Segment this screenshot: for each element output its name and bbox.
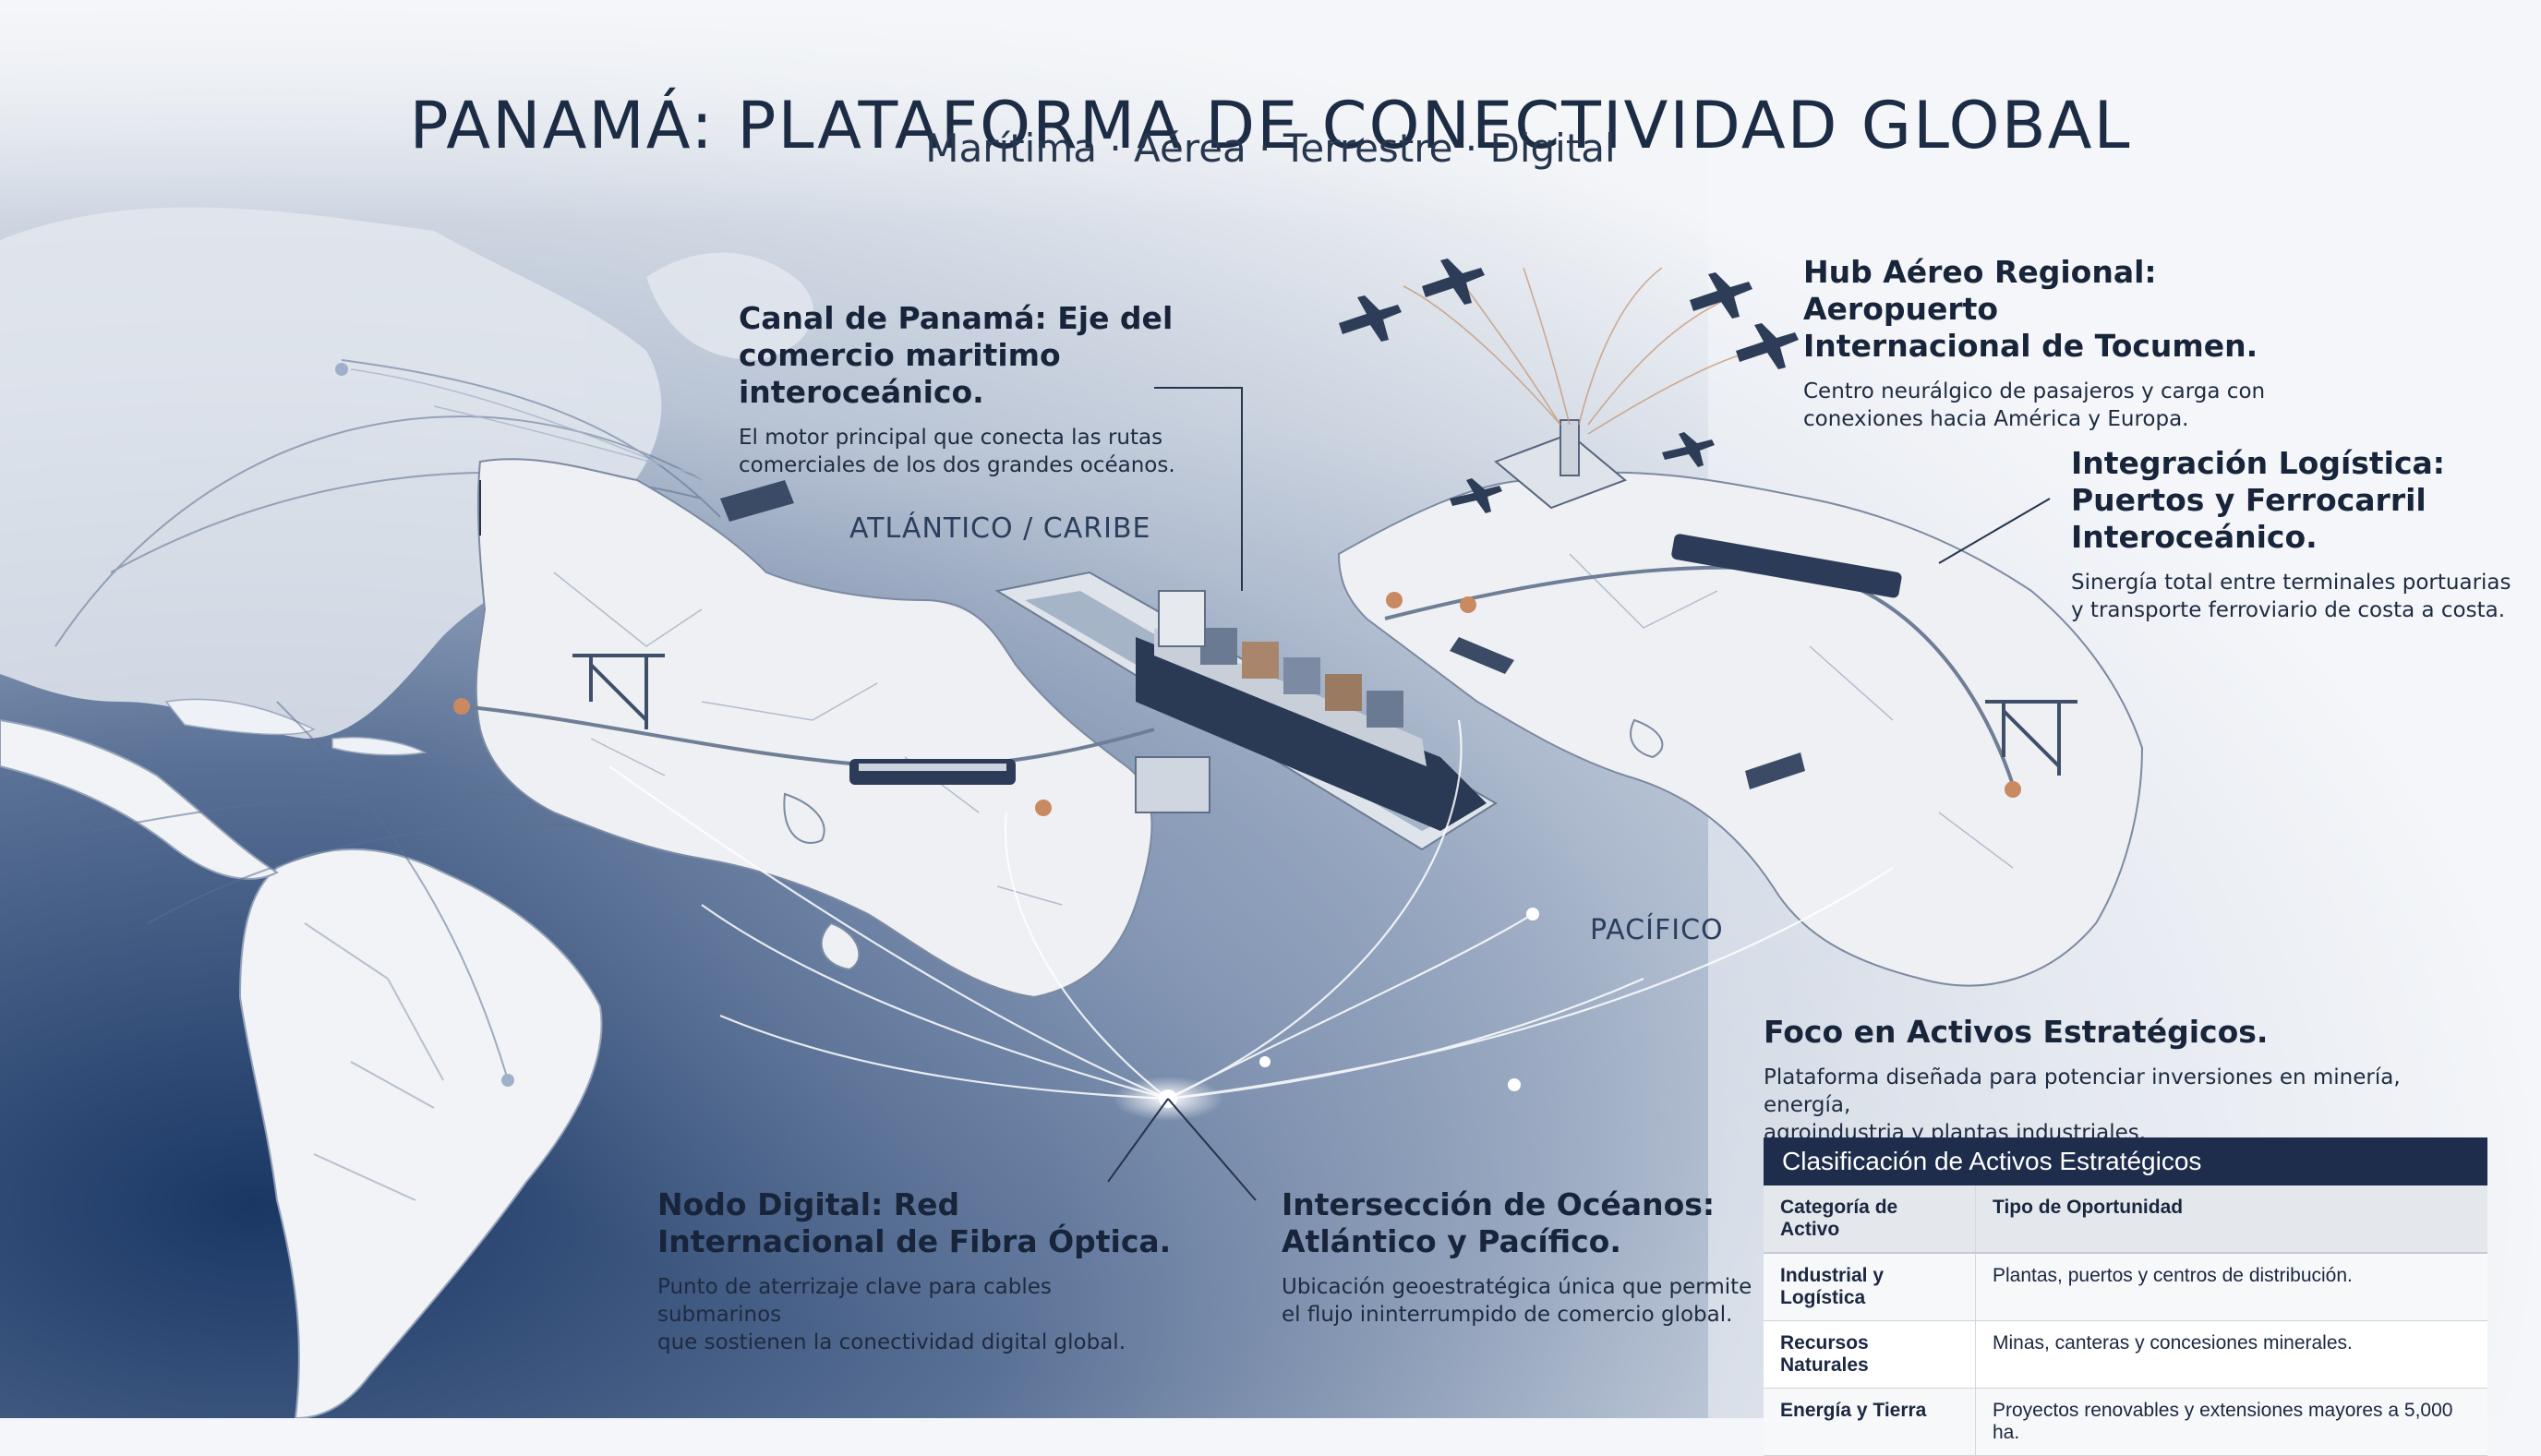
callout-air-hub-body: Centro neurálgico de pasajeros y carga c… [1803,379,2266,431]
table-row: Energía y Tierra Proyectos renovables y … [1764,1389,2487,1456]
airport-terminal-icon [1494,419,1627,510]
asset-table-title: Clasificación de Activos Estratégicos [1764,1137,2487,1185]
asset-table-header: Categoría de Activo Tipo de Oportunidad [1764,1185,2487,1254]
north-america-map [0,207,813,739]
panama-map-west [475,458,1153,999]
table-row: Recursos Naturales Minas, canteras y con… [1764,1321,2487,1389]
table-cell: Proyectos renovables y extensiones mayor… [1993,1400,2453,1443]
map-illustration [0,0,2541,1418]
table-cell: Industrial y Logística [1764,1254,1976,1320]
callout-strategic: Foco en Activos Estratégicos. Plataforma… [1764,1014,2484,1147]
callout-digital-body: Punto de aterrizaje clave para cables su… [657,1275,1126,1354]
callout-air-hub-title: Hub Aéreo Regional: Aeropuerto Internaci… [1803,254,2258,364]
header-category: Categoría de Activo [1764,1185,1976,1252]
panama-map-east [1337,471,2144,987]
callout-logistics: Integración Logística: Puertos y Ferroca… [2071,445,2514,624]
table-cell: Energía y Tierra [1764,1389,1976,1455]
callout-canal: Canal de Panamá: Eje del comercio mariti… [739,300,1219,479]
callout-strategic-body: Plataforma diseñada para potenciar inver… [1764,1065,2401,1145]
callout-canal-body: El motor principal que conecta las rutas… [739,426,1175,477]
callout-logistics-body: Sinergía total entre terminales portuari… [2071,571,2511,622]
table-cell: Minas, canteras y concesiones minerales. [1993,1332,2353,1354]
page-subtitle: Marítima · Aérea · Terrestre · Digital [925,126,1616,171]
callout-canal-title: Canal de Panamá: Eje del comercio mariti… [739,300,1174,410]
callout-oceans: Intersección de Océanos: Atlántico y Pac… [1282,1186,1762,1329]
asset-table: Clasificación de Activos Estratégicos Ca… [1764,1137,2487,1456]
callout-digital-title: Nodo Digital: Red Internacional de Fibra… [657,1186,1172,1259]
container-ship-icon [1136,590,1487,831]
callout-oceans-body: Ubicación geoestratégica única que permi… [1282,1275,1752,1327]
callout-oceans-title: Intersección de Océanos: Atlántico y Pac… [1282,1186,1716,1259]
callout-digital: Nodo Digital: Red Internacional de Fibra… [657,1186,1174,1356]
table-cell: Plantas, puertos y centros de distribuci… [1993,1265,2353,1286]
train-icon [849,759,1016,785]
airplane-icon [1339,259,1799,513]
table-cell: Recursos Naturales [1764,1321,1976,1388]
table-row: Industrial y Logística Plantas, puertos … [1764,1254,2487,1321]
leader-lines [479,387,2051,1201]
callout-strategic-title: Foco en Activos Estratégicos. [1764,1014,2269,1050]
page-title: PANAMÁ: PLATAFORMA DE CONECTIVIDAD GLOBA… [409,87,2132,163]
fiber-network [608,719,1894,1101]
atlantic-label: ATLÁNTICO / CARIBE [849,512,1151,545]
callout-air-hub: Hub Aéreo Regional: Aeropuerto Internaci… [1803,254,2320,433]
header-opportunity: Tipo de Oportunidad [1993,1197,2184,1218]
callout-logistics-title: Integración Logística: Puertos y Ferroca… [2071,445,2446,555]
south-america-map [238,848,603,1418]
pacific-label: PACÍFICO [1590,914,1724,946]
crane-icon [572,654,2077,776]
